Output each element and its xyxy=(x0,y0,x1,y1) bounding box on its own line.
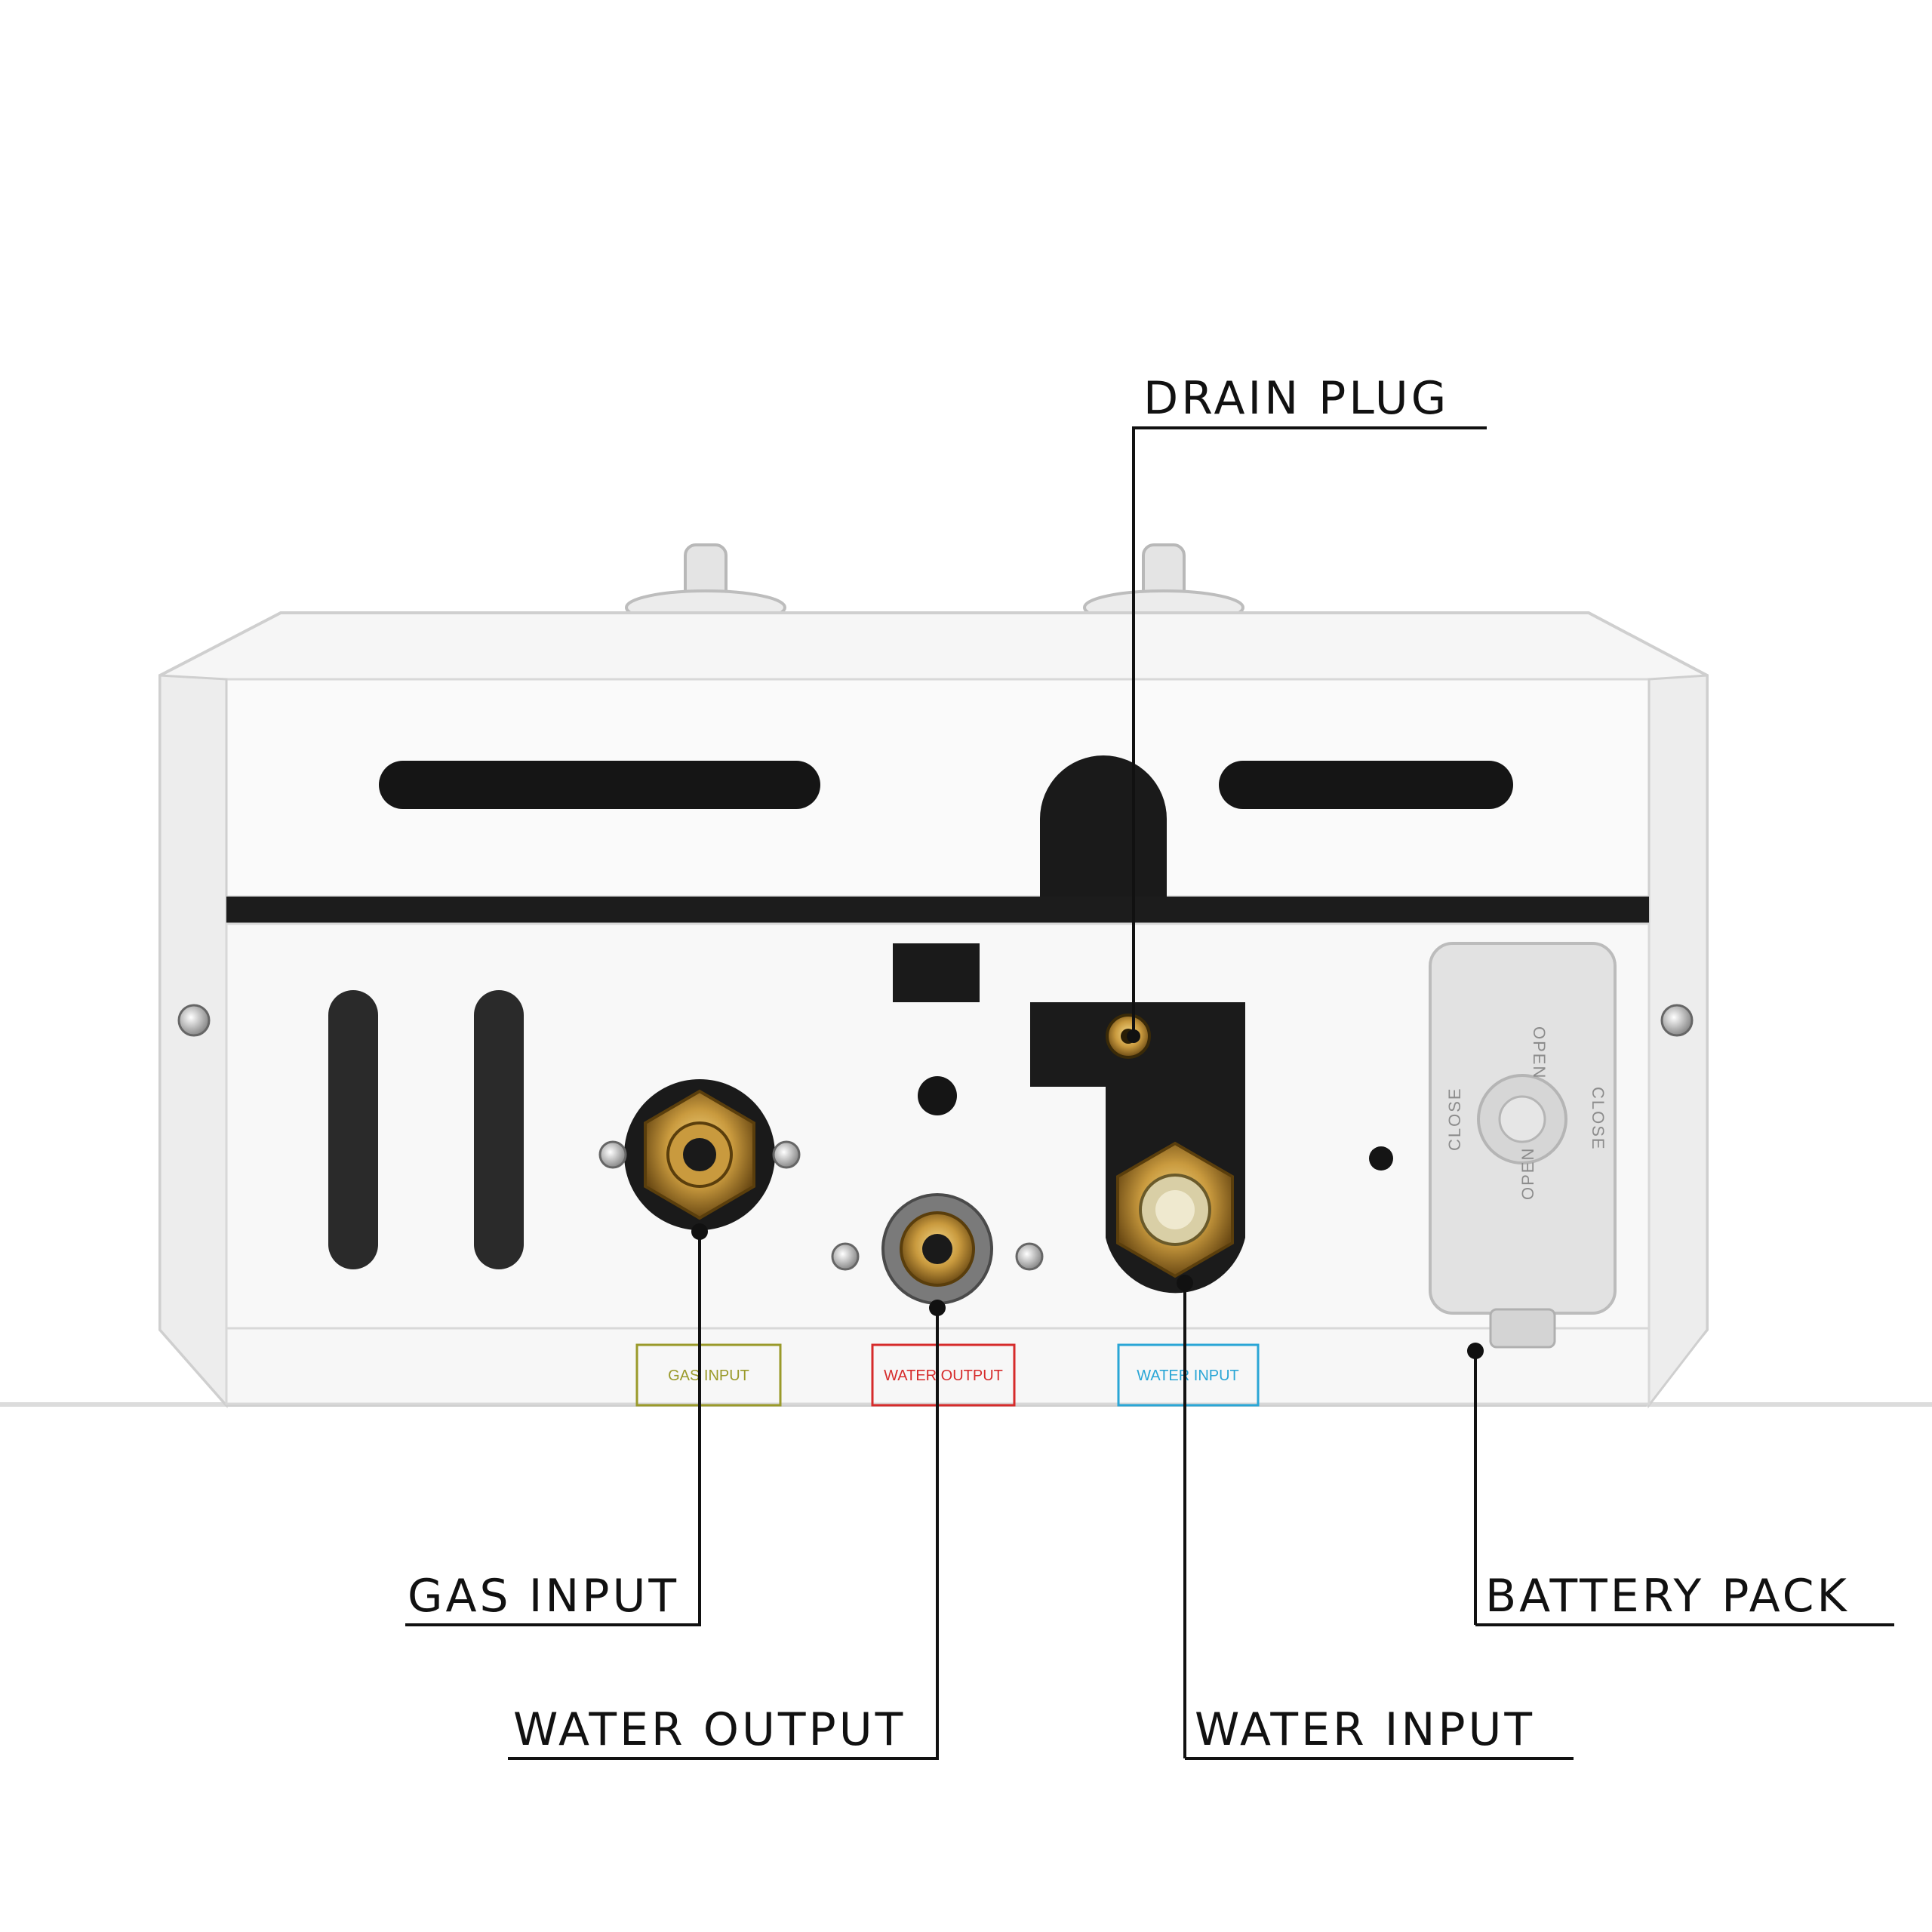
gas-input-label: GAS INPUT xyxy=(668,1367,749,1384)
gas-input-label-box xyxy=(635,1343,782,1407)
screw-icon xyxy=(1660,1004,1694,1037)
right-bevel xyxy=(1647,674,1709,1409)
mount-hole-center xyxy=(918,1076,957,1115)
gas-input-fitting xyxy=(598,1079,801,1230)
water-output-dot xyxy=(929,1300,946,1316)
screw-icon xyxy=(177,1004,211,1037)
water-output-label-box xyxy=(871,1343,1016,1407)
callout-water-output xyxy=(508,1308,939,1760)
inspection-window xyxy=(893,943,980,1002)
callout-battery-pack-text: BATTERY PACK xyxy=(1485,1570,1850,1623)
battery-close-right: CLOSE xyxy=(1589,1087,1607,1151)
battery-open-bottom: OPEN xyxy=(1518,1147,1537,1200)
water-input-label-box xyxy=(1117,1343,1260,1407)
water-input-fitting xyxy=(1116,1141,1234,1278)
body-gap xyxy=(226,897,1649,924)
callout-drain-plug-text: DRAIN PLUG xyxy=(1143,372,1449,425)
callout-gas-input-text: GAS INPUT xyxy=(408,1570,679,1623)
callout-gas-input xyxy=(405,1232,701,1626)
vent-left xyxy=(328,990,378,1269)
screw-icon xyxy=(831,1242,860,1271)
upper-slot-left xyxy=(379,761,820,809)
battery-pack: OPEN OPEN CLOSE CLOSE xyxy=(1429,942,1617,1349)
gas-input-dot xyxy=(691,1223,708,1240)
callout-water-output-text: WATER OUTPUT xyxy=(513,1703,906,1756)
callout-drain-plug xyxy=(1132,426,1487,1036)
battery-pack-dot xyxy=(1467,1343,1484,1359)
mount-hole-right xyxy=(1369,1146,1393,1171)
screw-icon xyxy=(1015,1242,1044,1271)
water-output-label: WATER OUTPUT xyxy=(884,1367,1003,1384)
drain-plug-dot xyxy=(1127,1029,1140,1043)
callout-battery-pack xyxy=(1474,1351,1894,1626)
water-input-label: WATER INPUT xyxy=(1137,1367,1239,1384)
center-arch xyxy=(1040,755,1167,897)
callout-water-input xyxy=(1183,1283,1574,1760)
left-bevel xyxy=(158,674,228,1408)
screw-icon xyxy=(772,1140,801,1169)
water-output-fitting xyxy=(831,1193,1044,1305)
battery-open-top: OPEN xyxy=(1530,1026,1549,1079)
screw-icon xyxy=(598,1140,627,1169)
callout-water-input-text: WATER INPUT xyxy=(1195,1703,1535,1756)
battery-close-left: CLOSE xyxy=(1445,1087,1464,1151)
upper-slot-right xyxy=(1219,761,1513,809)
water-input-dot xyxy=(1177,1275,1193,1291)
vent-right xyxy=(474,990,524,1269)
